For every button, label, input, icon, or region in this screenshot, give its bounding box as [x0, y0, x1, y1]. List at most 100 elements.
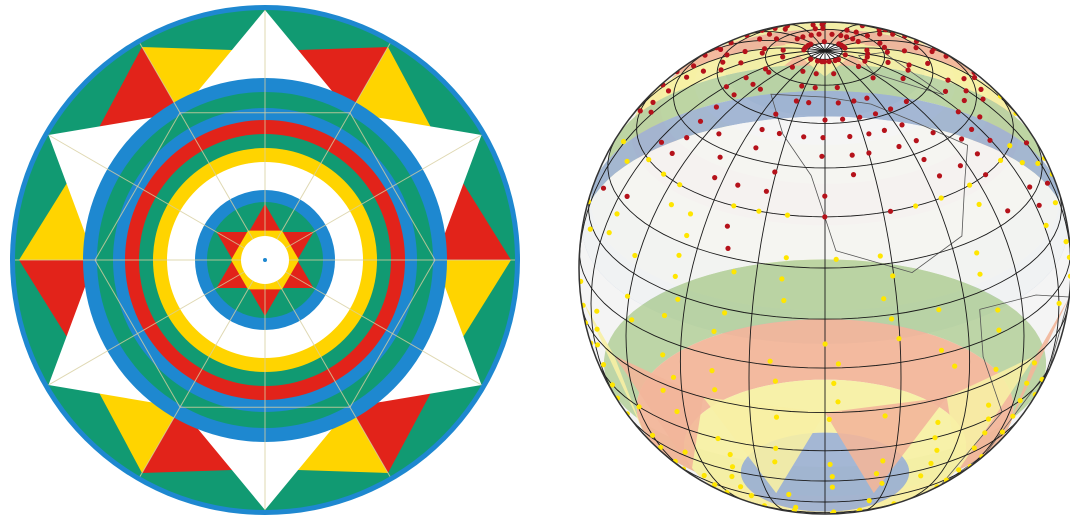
red-dot [903, 98, 909, 105]
yellow-dot [711, 328, 717, 334]
red-dot [724, 52, 730, 58]
yellow-dot [1031, 360, 1037, 366]
yellow-dot [620, 138, 627, 145]
red-dot [834, 84, 840, 91]
yellow-dot [1056, 300, 1062, 306]
yellow-dot [646, 157, 652, 163]
red-dot [822, 193, 828, 199]
center-dot [263, 258, 267, 262]
red-dot [955, 109, 961, 115]
yellow-dot [600, 362, 607, 368]
red-dot [697, 118, 704, 124]
yellow-kite-half [294, 407, 388, 473]
red-dot [808, 56, 814, 62]
red-dot [980, 96, 986, 102]
longitude-line [824, 50, 1025, 470]
longitude-line [824, 50, 1070, 269]
red-dot [813, 71, 819, 77]
yellow-dot [877, 253, 883, 259]
red-dot [838, 32, 844, 39]
yellow-dot [587, 226, 593, 232]
yellow-dot [677, 182, 683, 188]
yellow-dot [675, 296, 681, 302]
yellow-dot [624, 158, 630, 164]
hexagon-grid-line [349, 112, 436, 261]
yellow-dot [977, 271, 983, 277]
yellow-dot [995, 307, 1001, 313]
red-dot [776, 130, 782, 137]
red-dot [978, 86, 984, 92]
red-dot [866, 150, 872, 156]
yellow-kite-half [435, 260, 511, 340]
red-dot [753, 145, 759, 151]
red-dot [853, 29, 859, 35]
red-dot [718, 46, 724, 53]
yellow-dot [660, 387, 666, 393]
red-dot [864, 33, 870, 39]
red-dot [816, 31, 822, 37]
southern-triangle [614, 355, 704, 471]
longitude-line [628, 47, 826, 121]
red-dot [713, 104, 719, 110]
red-dot [864, 47, 870, 53]
longitude-line [748, 50, 826, 512]
red-dot [925, 60, 931, 66]
globe-outline [578, 21, 1070, 515]
yellow-dot [632, 252, 638, 259]
red-dot [942, 88, 949, 94]
yellow-dot [781, 297, 787, 304]
red-dot [808, 32, 814, 38]
red-dot [843, 34, 850, 40]
radial-grid-line [48, 134, 245, 249]
yellow-dot [928, 460, 934, 466]
red-dot [700, 68, 706, 74]
left-diagram-svg [10, 5, 520, 515]
red-dot [977, 114, 983, 120]
yellow-dot [835, 361, 841, 367]
red-dot [600, 185, 607, 191]
longitude-line [679, 50, 826, 500]
red-dot [789, 64, 795, 70]
yellow-dot [967, 182, 973, 188]
yellow-dot [773, 414, 780, 420]
red-dot [905, 67, 911, 73]
radial-grid-line [139, 280, 254, 477]
red-dot [812, 85, 818, 91]
red-dot [850, 172, 857, 178]
planar-tessellation-diagram [0, 0, 530, 520]
red-dot [822, 214, 828, 220]
red-dot [844, 27, 850, 33]
yellow-dot [879, 480, 885, 486]
red-dot [829, 31, 835, 37]
red-dot [724, 223, 730, 229]
southern-triangle [946, 355, 1036, 471]
red-dot [901, 48, 907, 54]
red-dot [814, 58, 821, 64]
yellow-dot [661, 312, 668, 319]
yellow-dot [786, 491, 792, 497]
yellow-dot [1043, 222, 1049, 228]
red-dot [624, 193, 630, 199]
red-dot [913, 45, 919, 51]
red-dot [820, 25, 826, 31]
yellow-dot [722, 310, 728, 316]
red-dot [819, 153, 825, 159]
yellow-dot [1035, 160, 1041, 166]
red-dot [650, 99, 656, 105]
red-dot [757, 36, 763, 42]
red-dot [742, 48, 748, 55]
red-dot [896, 143, 902, 150]
red-dot [936, 173, 943, 179]
red-dot [921, 156, 927, 163]
yellow-dot [827, 461, 833, 467]
longitude-line [691, 39, 826, 62]
yellow-dot [672, 273, 678, 279]
yellow-dot [674, 408, 680, 415]
red-dot [850, 36, 856, 42]
yellow-dot [934, 447, 940, 453]
radial-grid-line [48, 271, 245, 386]
red-dot [716, 131, 722, 137]
red-dot [819, 22, 825, 27]
red-dot [831, 71, 837, 77]
yellow-dot [715, 435, 721, 442]
